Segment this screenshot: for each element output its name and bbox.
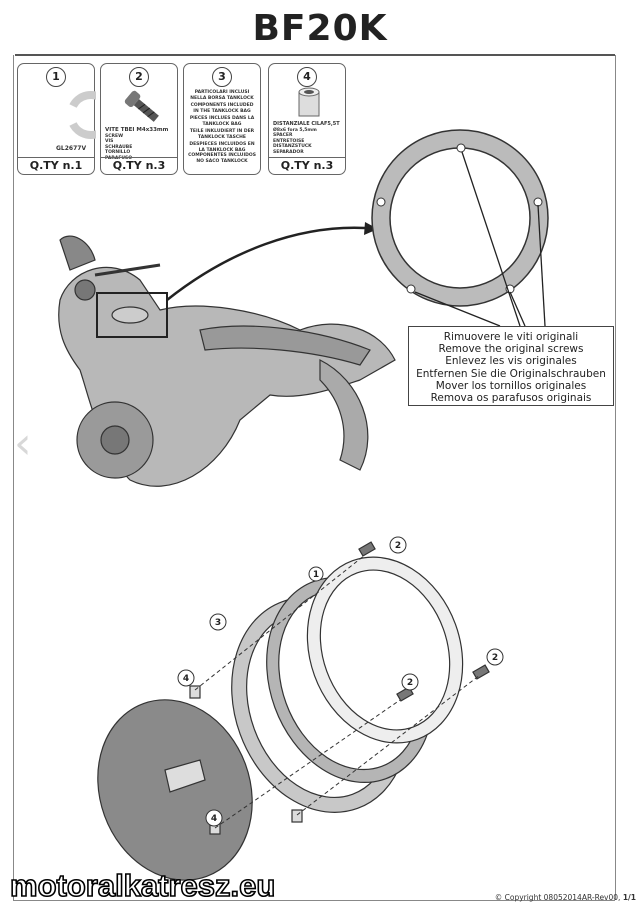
instruction-en: Remove the original screws — [438, 343, 584, 356]
spacer-icon — [298, 87, 320, 117]
svg-text:4: 4 — [183, 674, 189, 684]
svg-text:2: 2 — [492, 653, 498, 663]
page-title: BF20K — [252, 8, 388, 49]
part-qty: Q.TY n.3 — [269, 157, 345, 174]
ring-icon — [69, 91, 96, 139]
frame-right — [615, 55, 616, 900]
callout-label: 2 — [395, 541, 401, 551]
frame-left — [13, 55, 14, 900]
watermark: motoralkatresz.eu — [9, 867, 276, 904]
instruction-es: Mover los tornillos originales — [435, 379, 587, 392]
part-description: PARTICOLARI INCLUSI NELLA BORSA TANKLOCK… — [188, 90, 256, 164]
part-code: GL2677V — [56, 145, 87, 152]
part-qty: Q.TY n.1 — [18, 157, 94, 174]
svg-text:2: 2 — [407, 678, 413, 688]
part-card-1: 1 GL2677V Q.TY n.1 — [17, 63, 96, 175]
part-number: 3 — [212, 67, 232, 87]
part-qty: Q.TY n.3 — [101, 157, 177, 174]
diagram-callouts: 2 1 2 2 3 4 4 — [177, 536, 504, 827]
part-number: 1 — [46, 67, 66, 87]
instruction-it: Rimuovere le viti originali — [443, 331, 579, 343]
svg-text:4: 4 — [211, 814, 217, 824]
exploded-assembly — [97, 541, 490, 881]
part-number: 4 — [297, 67, 317, 87]
callout-leaders — [414, 151, 546, 327]
instruction-fr: Enlevez les vis originales — [445, 355, 577, 368]
assembly-guides — [194, 554, 481, 829]
instruction-pt: Remova os parafusos originais — [430, 392, 592, 405]
gasket-plate — [371, 129, 549, 307]
pointer-arrow — [166, 226, 366, 301]
svg-text:1: 1 — [313, 570, 319, 580]
instruction-de: Entfernen Sie die Originalschrauben — [416, 367, 606, 380]
title-rule — [15, 54, 615, 56]
copyright-footer: © Copyright 08052014AR-Rev00, 1/1 — [494, 893, 636, 902]
frame-bottom — [13, 900, 615, 901]
prev-page-chevron-icon[interactable]: ‹ — [14, 418, 32, 469]
motorcycle-illustration — [58, 235, 396, 487]
part-number: 2 — [129, 67, 149, 87]
highlight-box — [96, 292, 168, 338]
part-card-3: 3 PARTICOLARI INCLUSI NELLA BORSA TANKLO… — [183, 63, 261, 175]
svg-text:3: 3 — [215, 618, 221, 628]
instructions-callout: Rimuovere le viti originali Remove the o… — [408, 326, 614, 406]
page-number: 1/1 — [622, 893, 636, 902]
screw-icon — [124, 90, 159, 122]
